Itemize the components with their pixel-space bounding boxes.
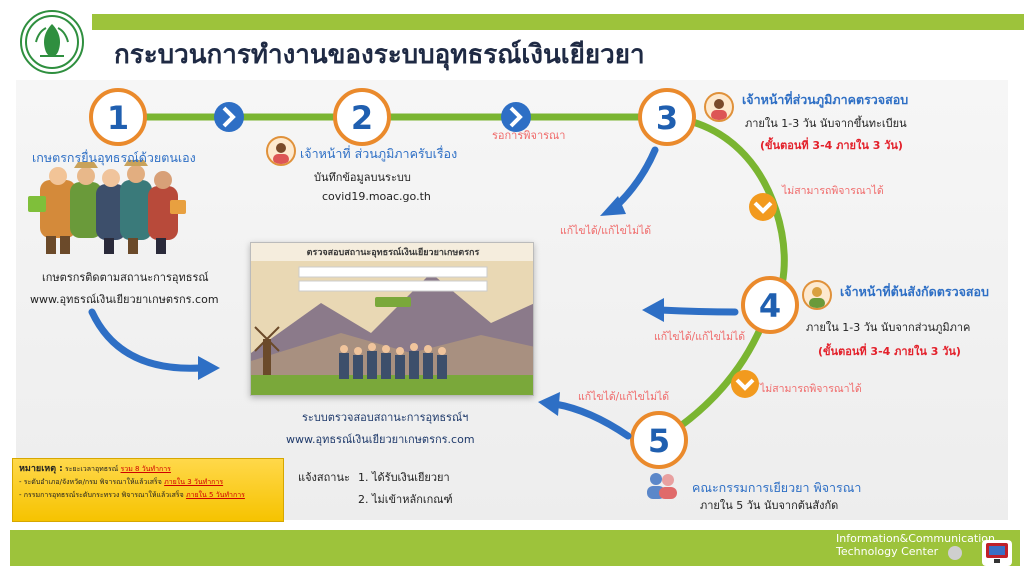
top-green-bar	[92, 14, 1024, 30]
chevron-right-icon-1	[214, 102, 244, 132]
fix-label-5: แก้ไขได้/แก้ไขไม่ได้	[578, 391, 670, 403]
ict-line-2: Technology Center	[836, 545, 939, 558]
monitor-logo-icon	[982, 540, 1012, 566]
step-3-label: เจ้าหน้าที่ส่วนภูมิภาคตรวจสอบ	[742, 92, 909, 107]
step-number-2: 2	[351, 99, 373, 137]
step-4-line2: (ขั้นตอนที่ 3-4 ภายใน 3 วัน)	[818, 345, 961, 358]
note-heading: หมายเหตุ :	[19, 464, 63, 474]
chevron-right-icon-2	[501, 102, 531, 132]
fix-label-4: แก้ไขได้/แก้ไขไม่ได้	[654, 331, 746, 343]
note-line3-pre: - กรรมการอุทธรณ์ระดับกระทรวง พิจารณาให้แ…	[19, 491, 184, 499]
status-check-website-screenshot: ตรวจสอบสถานะอุทธรณ์เงินเยียวยาเกษตรกร	[250, 242, 534, 396]
track-line-2: www.อุทธรณ์เงินเยียวยาเกษตรกร.com	[30, 293, 219, 306]
note-line-1: หมายเหตุ : ระยะเวลาอุทธรณ์ รวม 8 วันทำกา…	[19, 463, 277, 476]
return-arrow-icon-4	[642, 298, 739, 322]
ict-line-1: Information&Communication	[836, 532, 995, 545]
step-2-label: เจ้าหน้าที่ ส่วนภูมิภาครับเรื่อง	[300, 146, 458, 161]
cannot-label-1: ไม่สามารถพิจารณาได้	[782, 185, 884, 197]
track-line-1: เกษตรกรติดตามสถานะการอุทธรณ์	[42, 271, 209, 284]
officer-icon-4	[809, 287, 825, 308]
return-arrow-icon-5	[538, 392, 632, 440]
step-4-label: เจ้าหน้าที่ต้นสังกัดตรวจสอบ	[840, 284, 989, 299]
footer-green-bar	[10, 530, 1020, 566]
step-1-label: เกษตรกรยื่นอุทธรณ์ด้วยตนเอง	[32, 150, 196, 165]
system-line-1: ระบบตรวจสอบสถานะการอุทธรณ์ฯ	[302, 411, 469, 424]
waiting-label: รอการพิจารณา	[492, 129, 566, 142]
step-node-1: 1	[89, 88, 147, 146]
step-5-line1: ภายใน 5 วัน นับจากต้นสังกัด	[700, 499, 839, 512]
committee-group-icon	[647, 473, 677, 499]
page-title: กระบวนการทำงานของระบบอุทธรณ์เงินเยียวยา	[114, 40, 645, 70]
committee-icon	[645, 470, 679, 500]
step-2-line1: บันทึกข้อมูลบนระบบ	[314, 171, 411, 184]
website-header	[251, 243, 533, 261]
note-line2-red: ภายใน 3 วันทำการ	[164, 478, 224, 486]
note-line1-red: รวม 8 วันทำการ	[120, 465, 171, 473]
step-number-3: 3	[656, 99, 678, 137]
step-node-4: 4	[741, 276, 799, 334]
chevron-down-icon-1	[749, 193, 777, 221]
ministry-seal-icon	[25, 15, 79, 69]
remark-note-box: หมายเหตุ : ระยะเวลาอุทธรณ์ รวม 8 วันทำกา…	[12, 458, 284, 522]
note-line2-pre: - ระดับอำเภอ/จังหวัด/กรม พิจารณาให้แล้วเ…	[19, 478, 162, 486]
step-3-line2: (ขั้นตอนที่ 3-4 ภายใน 3 วัน)	[760, 139, 903, 152]
notify-option-1: 1. ได้รับเงินเยียวยา	[358, 471, 450, 484]
status-dot-icon	[948, 546, 962, 560]
return-arrow-icon-3	[600, 146, 659, 216]
chevron-down-icon-2	[731, 370, 759, 398]
step-node-2: 2	[333, 88, 391, 146]
farmers-group-illustration	[28, 160, 186, 254]
monitor-icon	[986, 543, 1008, 563]
note-line-2: - ระดับอำเภอ/จังหวัด/กรม พิจารณาให้แล้วเ…	[19, 476, 277, 489]
step-5-label: คณะกรรมการเยียวยา พิจารณา	[692, 480, 862, 495]
website-landscape-illustration	[251, 243, 533, 395]
system-line-2: www.อุทธรณ์เงินเยียวยาเกษตรกร.com	[286, 433, 475, 446]
step-number-1: 1	[107, 99, 129, 137]
ministry-logo	[20, 10, 84, 74]
cannot-label-2: ไม่สามารถพิจารณาได้	[760, 383, 862, 395]
ict-center-label: Information&Communication Technology Cen…	[836, 532, 995, 558]
notify-option-2: 2. ไม่เข้าหลักเกณฑ์	[358, 493, 453, 506]
notify-prefix: แจ้งสถานะ	[298, 471, 350, 484]
officer-avatar-2	[266, 136, 296, 166]
track-arrow-icon	[88, 308, 220, 380]
website-title: ตรวจสอบสถานะอุทธรณ์เงินเยียวยาเกษตรกร	[306, 248, 480, 258]
officer-icon-3	[711, 99, 727, 120]
note-line3-red: ภายใน 5 วันทำการ	[185, 491, 245, 499]
step-3-line1: ภายใน 1-3 วัน นับจากขึ้นทะเบียน	[745, 117, 907, 130]
step-4-line1: ภายใน 1-3 วัน นับจากส่วนภูมิภาค	[806, 321, 971, 334]
officer-avatar-3	[704, 92, 734, 122]
officer-avatar-4	[802, 280, 832, 310]
step-number-4: 4	[759, 287, 781, 325]
step-node-5: 5	[630, 411, 688, 469]
note-line1-pre: ระยะเวลาอุทธรณ์	[65, 465, 119, 473]
step-node-3: 3	[638, 88, 696, 146]
step-2-line2: covid19.moac.go.th	[322, 190, 431, 203]
fix-label-3: แก้ไขได้/แก้ไขไม่ได้	[560, 225, 652, 237]
step-number-5: 5	[648, 422, 670, 460]
note-line-3: - กรรมการอุทธรณ์ระดับกระทรวง พิจารณาให้แ…	[19, 489, 277, 502]
officer-icon-2	[273, 143, 289, 164]
